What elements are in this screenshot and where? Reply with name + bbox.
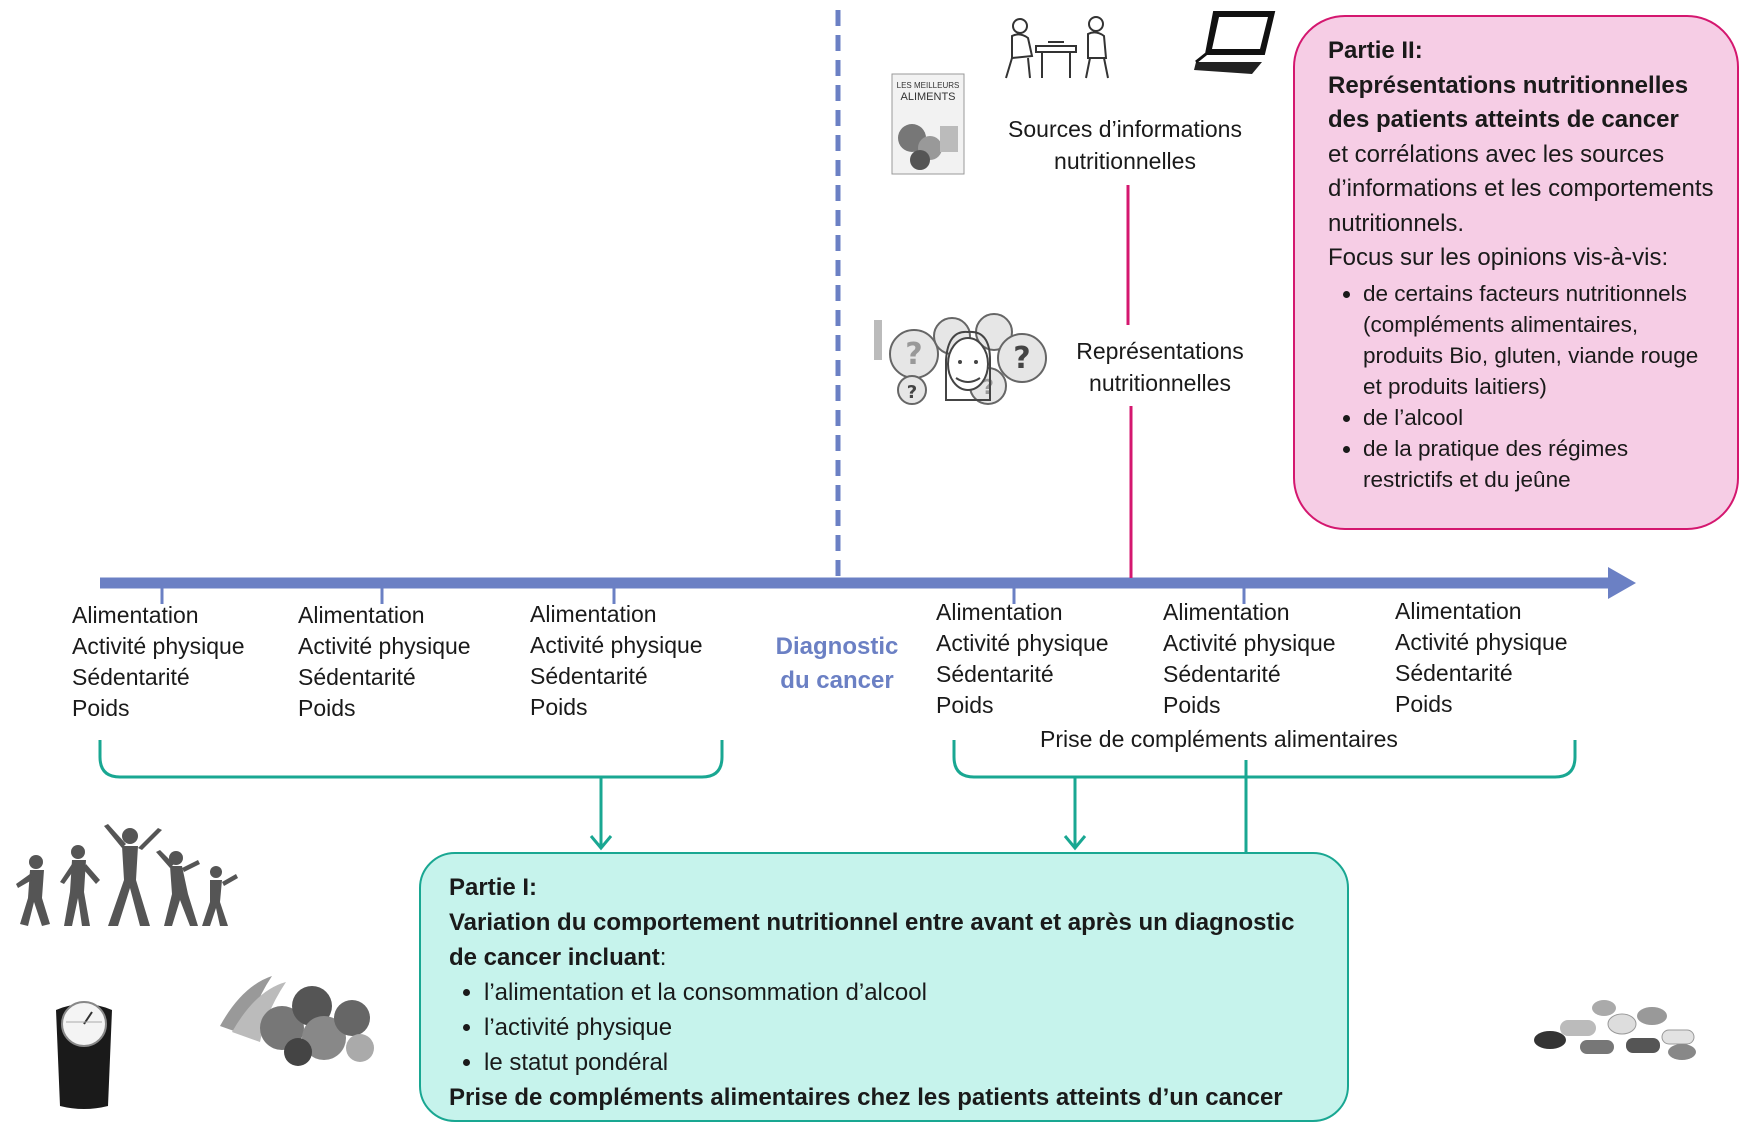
factor-weight: Poids xyxy=(72,695,130,721)
part1-bullet: le statut pondéral xyxy=(484,1045,1327,1080)
doctor-consultation-icon xyxy=(1005,16,1109,79)
part1-heading-colon: : xyxy=(659,944,667,971)
part2-box: Partie II: Représentations nutritionnell… xyxy=(1293,15,1739,530)
diagnosis-line1: Diagnostic xyxy=(775,633,899,660)
factor-diet: Alimentation xyxy=(1163,599,1290,625)
factor-diet: Alimentation xyxy=(298,602,425,628)
part1-box: Partie I: Variation du comportement nutr… xyxy=(419,852,1349,1122)
svg-text:?: ? xyxy=(905,337,922,372)
part2-bullet: de l’alcool xyxy=(1363,402,1721,433)
factor-weight: Poids xyxy=(298,695,356,721)
representations-line2: nutritionnelles xyxy=(1089,370,1231,396)
part1-bullet-list: l’alimentation et la consommation d’alco… xyxy=(449,975,1327,1080)
fruits-icon xyxy=(220,976,374,1066)
thinking-person-icon: ? ? ? ? xyxy=(874,313,1047,405)
part2-bullet-list: de certains facteurs nutritionnels (comp… xyxy=(1328,278,1721,495)
factor-group-before-3: Alimentation Activité physique Sédentari… xyxy=(530,599,703,723)
factor-physical-activity: Activité physique xyxy=(1395,629,1568,655)
representations-caption: Représentations nutritionnelles xyxy=(1060,335,1260,399)
factor-physical-activity: Activité physique xyxy=(72,633,245,659)
factor-physical-activity: Activité physique xyxy=(1163,630,1336,656)
factor-group-before-2: Alimentation Activité physique Sédentari… xyxy=(298,600,471,724)
factor-group-after-1: Alimentation Activité physique Sédentari… xyxy=(936,597,1109,721)
factor-sedentary: Sédentarité xyxy=(1395,660,1513,686)
part2-title: Partie II: xyxy=(1328,37,1423,64)
factor-sedentary: Sédentarité xyxy=(530,663,648,689)
part2-heading: Représentations nutritionnelles des pati… xyxy=(1328,71,1689,134)
part2-text2: Focus sur les opinions vis-à-vis: xyxy=(1328,244,1669,271)
part1-bullet: l’alimentation et la consommation d’alco… xyxy=(484,975,1327,1010)
factor-physical-activity: Activité physique xyxy=(298,633,471,659)
part1-footer: Prise de compléments alimentaires chez l… xyxy=(449,1084,1283,1111)
factor-weight: Poids xyxy=(936,692,994,718)
factor-group-after-2: Alimentation Activité physique Sédentari… xyxy=(1163,597,1336,721)
supplements-label: Prise de compléments alimentaires xyxy=(1040,726,1398,752)
timeline-ticks xyxy=(160,585,1246,604)
factor-weight: Poids xyxy=(530,694,588,720)
diagnosis-label: Diagnostic du cancer xyxy=(760,630,914,698)
factor-weight: Poids xyxy=(1395,691,1453,717)
svg-text:?: ? xyxy=(907,382,917,403)
brace-after-diagnosis xyxy=(952,740,1577,779)
sources-caption: Sources d’informations nutritionnelles xyxy=(990,113,1260,177)
factor-physical-activity: Activité physique xyxy=(530,632,703,658)
laptop-icon xyxy=(1194,11,1276,74)
factor-group-before-1: Alimentation Activité physique Sédentari… xyxy=(72,600,245,724)
part2-bullet: de la pratique des régimes restrictifs e… xyxy=(1363,433,1721,495)
factor-diet: Alimentation xyxy=(936,599,1063,625)
timeline-arrowhead xyxy=(1608,567,1636,599)
factor-diet: Alimentation xyxy=(530,601,657,627)
part1-heading: Variation du comportement nutritionnel e… xyxy=(449,909,1295,971)
book-cover-line1: LES MEILLEURS xyxy=(897,81,960,90)
brace-before-diagnosis xyxy=(98,740,724,779)
book-cover-line2: ALIMENTS xyxy=(900,91,955,103)
sources-line2: nutritionnelles xyxy=(1054,148,1196,174)
svg-text:?: ? xyxy=(1013,341,1030,376)
book-cover-icon: LES MEILLEURS ALIMENTS xyxy=(891,73,965,175)
part2-text1: et corrélations avec les sources d’infor… xyxy=(1328,140,1714,237)
representations-line1: Représentations xyxy=(1076,338,1244,364)
factor-sedentary: Sédentarité xyxy=(1163,661,1281,687)
part2-bullet: de certains facteurs nutritionnels (comp… xyxy=(1363,278,1721,402)
people-exercising-icon xyxy=(16,824,238,926)
part1-heading-row: Variation du comportement nutritionnel e… xyxy=(449,905,1327,975)
sources-line1: Sources d’informations xyxy=(1008,116,1242,142)
factor-sedentary: Sédentarité xyxy=(72,664,190,690)
factor-physical-activity: Activité physique xyxy=(936,630,1109,656)
pills-icon xyxy=(1534,1000,1696,1060)
factor-sedentary: Sédentarité xyxy=(298,664,416,690)
factor-group-after-3: Alimentation Activité physique Sédentari… xyxy=(1395,596,1568,720)
part1-bullet: l’activité physique xyxy=(484,1010,1327,1045)
factor-sedentary: Sédentarité xyxy=(936,661,1054,687)
factor-diet: Alimentation xyxy=(1395,598,1522,624)
bathroom-scale-icon xyxy=(56,1001,112,1109)
factor-diet: Alimentation xyxy=(72,602,199,628)
svg-text:?: ? xyxy=(982,375,994,399)
diagnosis-line2: du cancer xyxy=(780,667,894,694)
factor-weight: Poids xyxy=(1163,692,1221,718)
part1-title: Partie I: xyxy=(449,874,538,901)
